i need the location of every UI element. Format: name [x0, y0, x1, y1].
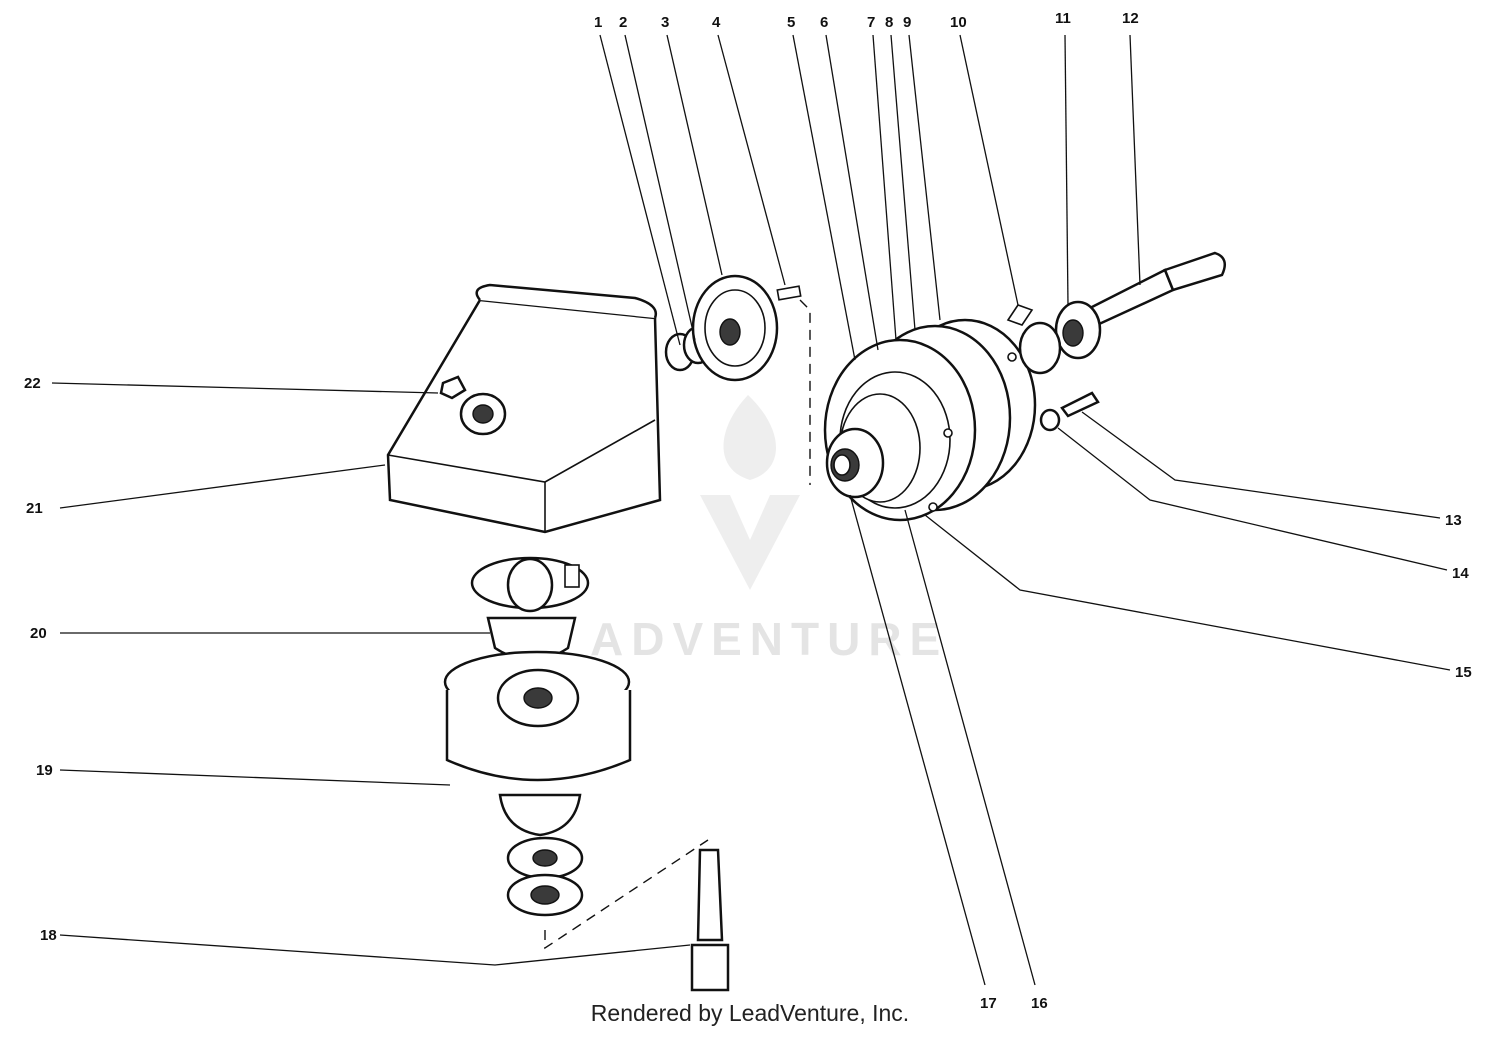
- callout-4: 4: [712, 14, 721, 31]
- callout-20: 20: [30, 625, 47, 642]
- callout-12: 12: [1122, 10, 1139, 27]
- callout-labels: 1 2 3 4 5 6 7 8 9 10 11 12 13 14 15 16 1…: [24, 10, 1472, 1012]
- callout-14: 14: [1452, 565, 1469, 582]
- callout-19: 19: [36, 762, 53, 779]
- watermark: ADVENTURE: [590, 395, 948, 665]
- watermark-text: ADVENTURE: [590, 613, 948, 665]
- callout-15: 15: [1455, 664, 1472, 681]
- side-bearing-housing: [823, 318, 1037, 522]
- callout-21: 21: [26, 500, 43, 517]
- gear-housing: [386, 283, 662, 534]
- callout-18: 18: [40, 927, 57, 944]
- callout-13: 13: [1445, 512, 1462, 529]
- callout-3: 3: [661, 14, 669, 31]
- lower-pinion-assembly: [443, 556, 730, 992]
- plug-icon: [439, 375, 467, 400]
- callout-10: 10: [950, 14, 967, 31]
- callout-8: 8: [885, 14, 893, 31]
- callout-11: 11: [1055, 10, 1071, 27]
- callout-5: 5: [787, 14, 795, 31]
- output-shaft-assembly: [1006, 251, 1227, 432]
- bevel-gear-assembly: [664, 274, 811, 485]
- footer-credit: Rendered by LeadVenture, Inc.: [590, 1000, 910, 1026]
- callout-22: 22: [24, 375, 41, 392]
- flame-logo-icon: [700, 395, 800, 590]
- callout-1: 1: [594, 14, 602, 31]
- callout-2: 2: [619, 14, 627, 31]
- callout-7: 7: [867, 14, 875, 31]
- callout-9: 9: [903, 14, 911, 31]
- callout-17: 17: [980, 995, 997, 1012]
- callout-6: 6: [820, 14, 828, 31]
- callout-16: 16: [1031, 995, 1048, 1012]
- leader-lines: [51, 34, 1451, 986]
